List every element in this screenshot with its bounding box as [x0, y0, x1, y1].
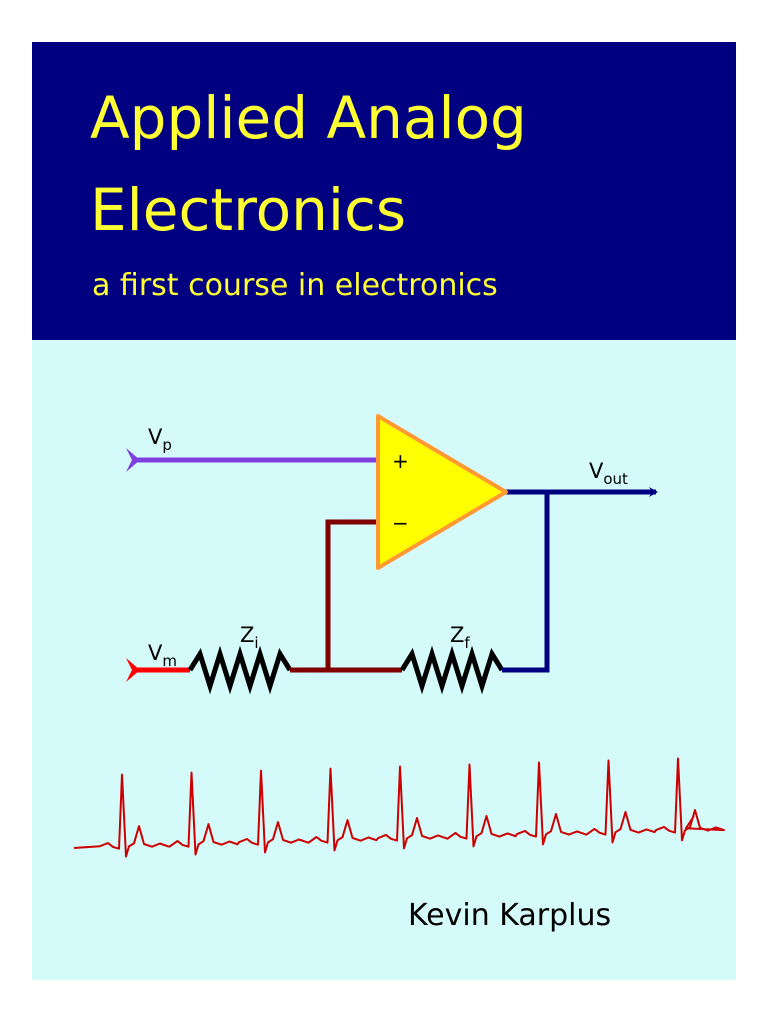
opamp-circuit-diagram: + − Vp Vm Vout Zi Zf: [126, 414, 658, 695]
inverting-minus-sign: −: [392, 511, 409, 535]
output-wires: [502, 487, 658, 673]
ecg-trace: [73, 757, 725, 858]
opamp-triangle: [376, 414, 508, 570]
feedback-wires: [290, 519, 402, 673]
cover-illustration: + − Vp Vm Vout Zi Zf: [73, 414, 725, 858]
zi-label: Zi: [240, 623, 259, 652]
zi-resistor: [187, 645, 293, 695]
zf-label: Zf: [450, 623, 470, 652]
vp-input-wire: [126, 448, 378, 472]
noninverting-plus-sign: +: [392, 449, 409, 473]
vout-label: Vout: [589, 459, 628, 488]
vm-label: Vm: [148, 641, 177, 670]
book-subtitle: a first course in electronics: [92, 268, 498, 303]
zf-resistor: [399, 645, 505, 695]
vp-label: Vp: [148, 425, 172, 454]
book-author: Kevin Karplus: [408, 898, 612, 933]
book-title: Applied Analog Electronics: [90, 84, 527, 244]
vm-input-wire: [126, 658, 190, 682]
title-banner: Applied Analog Electronics a first cours…: [32, 42, 736, 340]
book-cover: Applied Analog Electronics a first cours…: [32, 42, 736, 980]
